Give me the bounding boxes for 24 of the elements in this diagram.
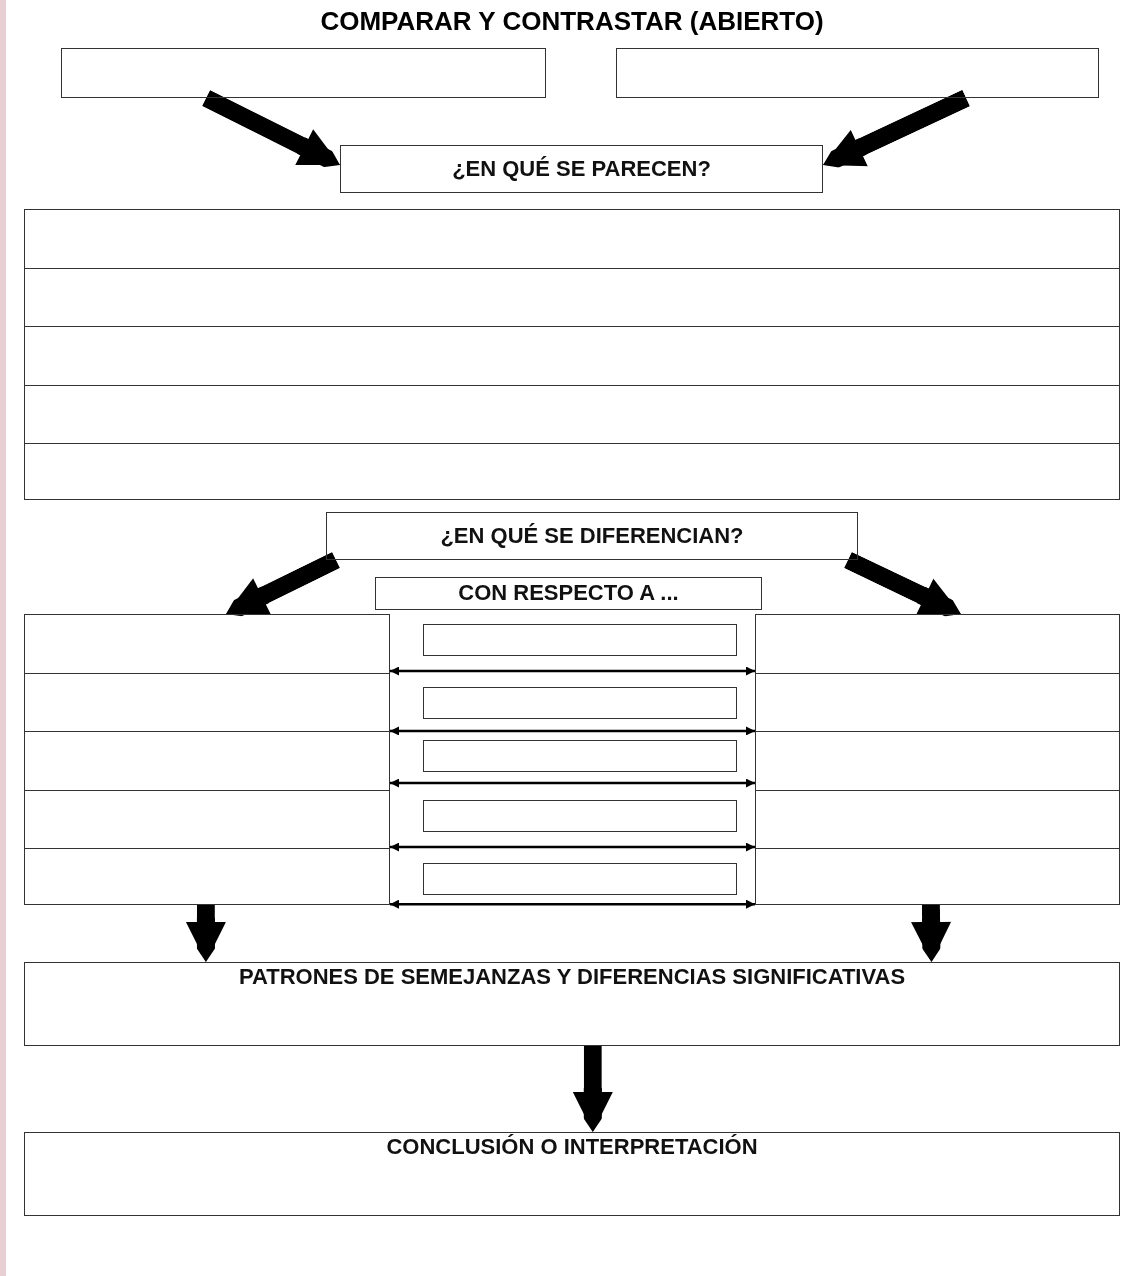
heading-box: PATRONES DE SEMEJANZAS Y DIFERENCIAS SIGNIFICATIVAS — [24, 962, 1120, 1046]
answer-box — [423, 687, 737, 719]
answer-table — [24, 614, 390, 905]
block-arrow — [183, 905, 228, 962]
double-arrow — [390, 666, 755, 676]
title: COMPARAR Y CONTRASTAR (ABIERTO) — [319, 6, 825, 37]
double-arrow — [390, 899, 755, 909]
answer-table — [24, 209, 1120, 500]
answer-box — [616, 48, 1099, 98]
answer-box — [423, 800, 737, 832]
heading-box: CONCLUSIÓN O INTERPRETACIÓN — [24, 1132, 1120, 1216]
heading-box: CON RESPECTO A ... — [375, 577, 762, 610]
block-arrow — [909, 904, 954, 962]
answer-box — [61, 48, 546, 98]
answer-box — [423, 863, 737, 895]
answer-box — [423, 740, 737, 772]
double-arrow — [390, 726, 755, 736]
heading-box: ¿EN QUÉ SE DIFERENCIAN? — [326, 512, 858, 560]
double-arrow — [390, 778, 755, 788]
heading-box: ¿EN QUÉ SE PARECEN? — [340, 145, 823, 193]
block-arrow — [570, 1046, 615, 1132]
answer-table — [755, 614, 1120, 905]
answer-box — [423, 624, 737, 656]
double-arrow — [390, 842, 755, 852]
